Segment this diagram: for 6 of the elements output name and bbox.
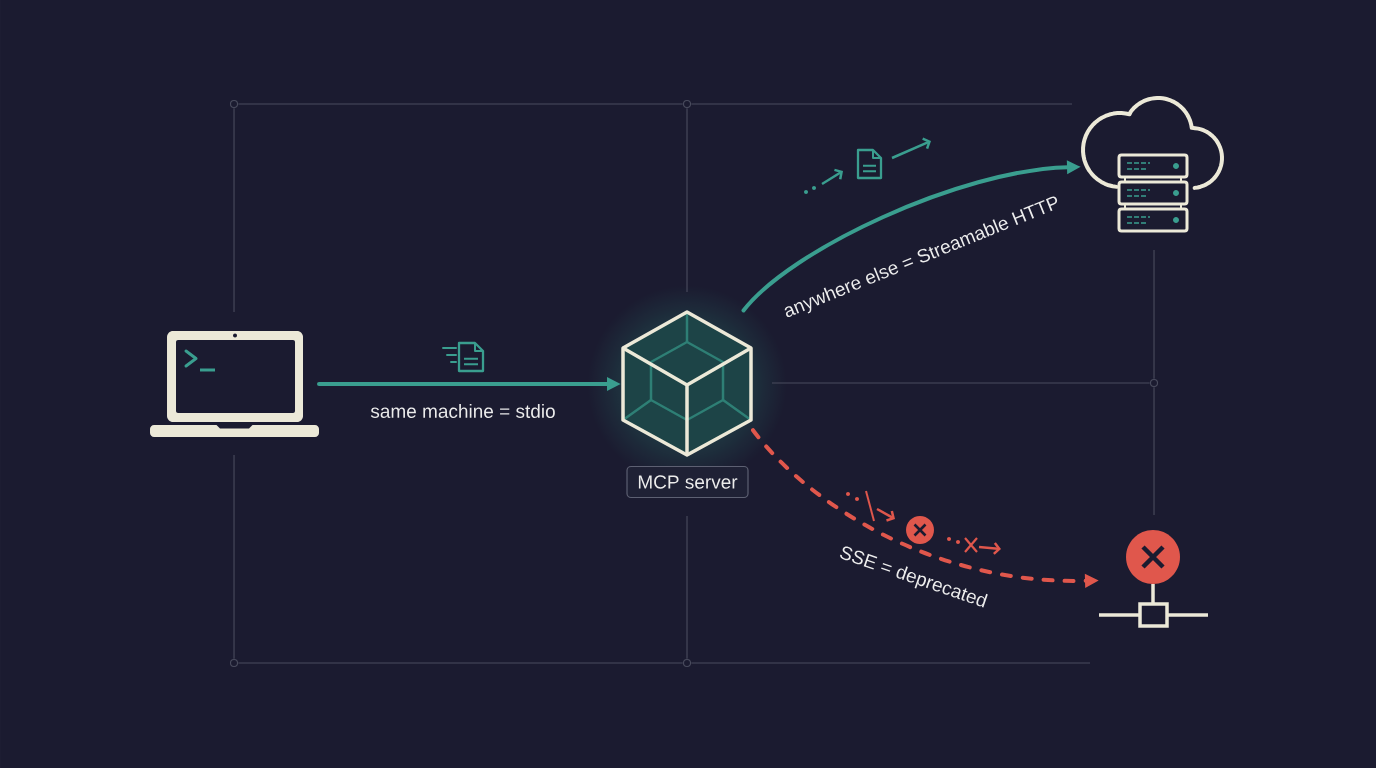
- cube-icon: [621, 310, 753, 457]
- edge-label: same machine = stdio: [370, 404, 555, 418]
- label-box: MCP server: [626, 465, 749, 499]
- laptop-icon: [150, 331, 319, 437]
- cloud-server-icon: [1081, 96, 1224, 233]
- network-error-icon: [1097, 530, 1210, 628]
